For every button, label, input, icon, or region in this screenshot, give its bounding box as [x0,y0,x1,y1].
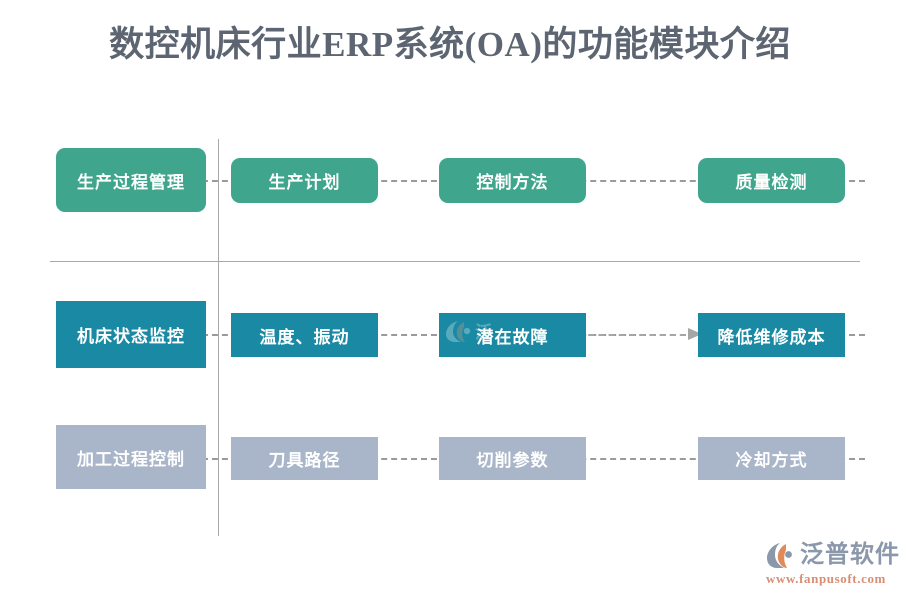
node-temperature-vibration[interactable]: 温度、振动 [231,313,378,357]
brand-name: 泛普软件 [800,542,900,568]
arrow-connector-row-2 [578,328,702,340]
page-title: 数控机床行业ERP系统(OA)的功能模块介绍 [109,25,791,64]
node-tool-path[interactable]: 刀具路径 [231,437,378,480]
node-quality-inspection[interactable]: 质量检测 [698,158,845,203]
node-machine-status-lead[interactable]: 机床状态监控 [56,301,206,368]
vertical-divider-line [218,139,219,536]
node-production-plan[interactable]: 生产计划 [231,158,378,203]
node-reduce-maintenance-cost[interactable]: 降低维修成本 [698,313,845,357]
brand-logo-row: 泛普软件 [766,540,899,570]
node-production-process-lead[interactable]: 生产过程管理 [56,148,206,212]
arrow-shaft [578,334,686,336]
node-cooling-method[interactable]: 冷却方式 [698,437,845,480]
node-control-method[interactable]: 控制方法 [439,158,586,203]
node-potential-failure[interactable]: 潜在故障 [439,313,586,357]
fanpu-logo-icon [767,543,792,568]
node-cutting-parameters[interactable]: 切削参数 [439,437,586,480]
node-machining-control-lead[interactable]: 加工过程控制 [56,425,206,489]
horizontal-divider-line [50,261,860,262]
brand-url: www.fanpusoft.com [766,571,886,586]
brand-logo: 泛普软件 www.fanpusoft.com [766,540,899,588]
